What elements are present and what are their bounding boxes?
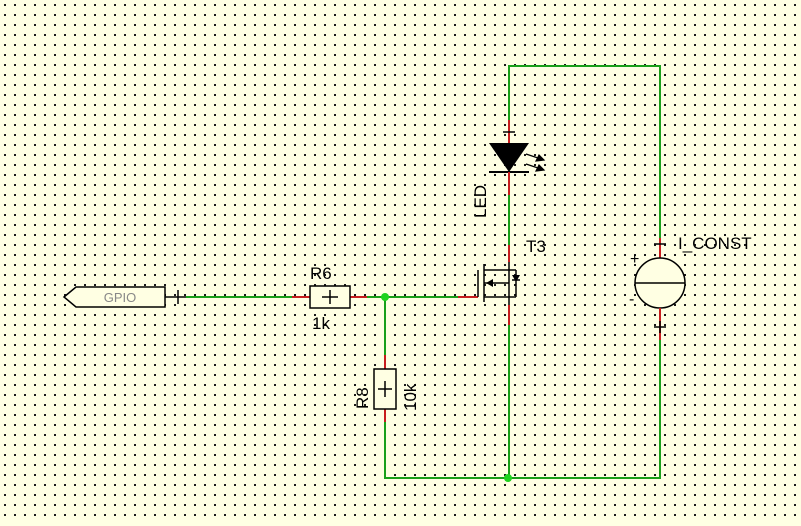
mosfet-t3[interactable]: T3 (458, 237, 546, 325)
r8-ref: R8 (353, 387, 372, 409)
led-ref: LED (471, 185, 490, 218)
junction-dot[interactable] (381, 293, 389, 301)
wire-ground-return[interactable] (384, 340, 661, 479)
mosfet-arrow (486, 279, 493, 287)
current-source[interactable]: + - I_CONST (629, 234, 752, 340)
current-source-ref: I_CONST (678, 234, 752, 253)
r6-value: 1k (312, 314, 330, 333)
t3-ref: T3 (526, 237, 546, 256)
led-light-arrows (525, 153, 546, 172)
gpio-port[interactable]: GPIO (62, 286, 186, 308)
r6-ref: R6 (310, 264, 332, 283)
minus-sign: - (629, 291, 634, 308)
wire-supply-led[interactable] (508, 65, 661, 238)
r8-value: 10k (401, 383, 420, 411)
led-triangle (489, 143, 529, 172)
mosfet-body (477, 262, 520, 305)
resistor-r6[interactable]: R6 1k (292, 264, 367, 333)
wires (186, 65, 661, 479)
gpio-label: GPIO (104, 290, 137, 305)
plus-sign: + (630, 251, 639, 268)
led[interactable]: LED (471, 120, 546, 218)
junction-dot[interactable] (504, 474, 512, 482)
resistor-r8[interactable]: R8 10k (353, 355, 420, 422)
body-diode (512, 275, 520, 282)
